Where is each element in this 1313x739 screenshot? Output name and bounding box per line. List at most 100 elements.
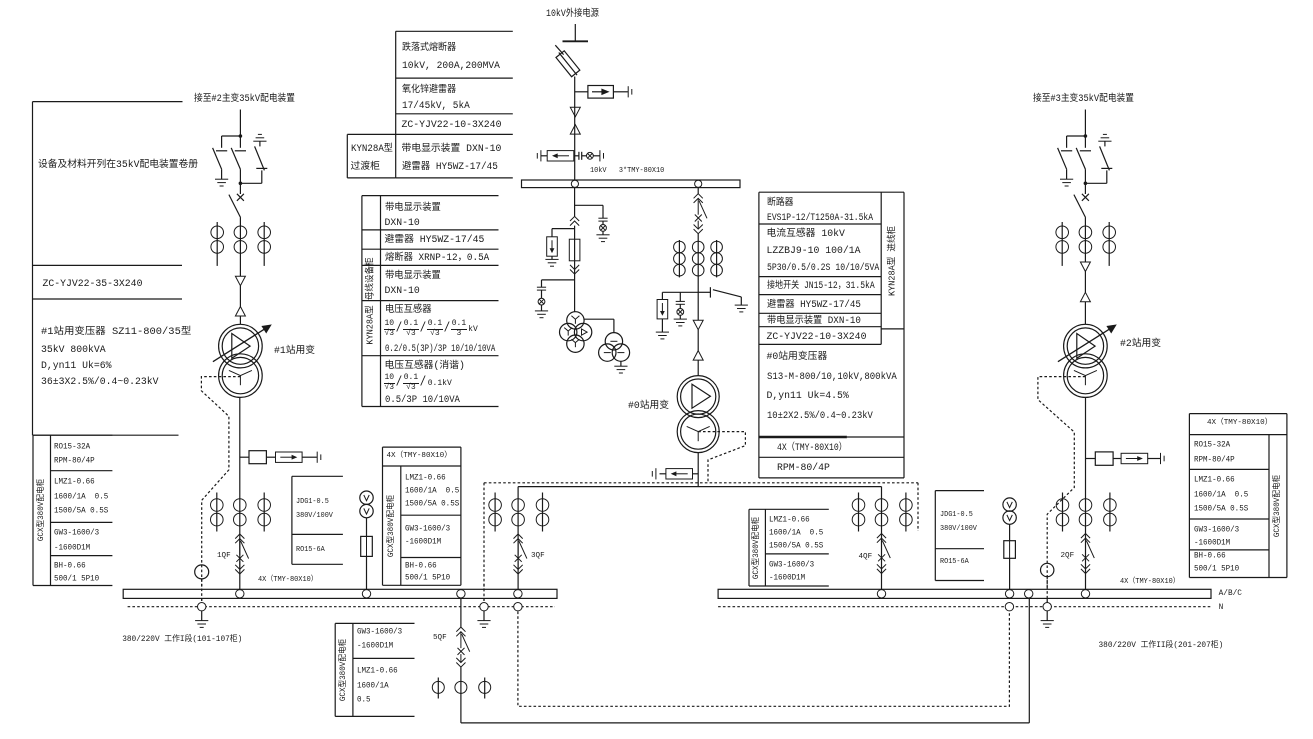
tbl7-r1-l1: -1600D1M <box>769 573 806 583</box>
meter-icon <box>546 150 575 162</box>
notes-box-35kv <box>31 100 183 436</box>
label-qf1: 1QF <box>217 552 231 561</box>
bus-connection-icon <box>361 589 372 599</box>
table-transition-cabinet <box>346 30 513 179</box>
bus-connection-icon <box>570 179 579 188</box>
indicator-lamp-icon <box>537 297 546 306</box>
surge-arrester-icon <box>656 299 669 320</box>
tbl7-r1-l0: GW3-1600/3 <box>769 560 815 570</box>
tbl8-r3-l1: 500/1 5P10 <box>1193 564 1239 574</box>
tbl6-r1-l1: 1600/1A <box>356 681 389 691</box>
capacitor-icon <box>675 300 686 305</box>
tbl5-header: 4X（TMY-80X10） <box>386 452 452 461</box>
ground-icon <box>1059 178 1074 187</box>
cable-termination-icon <box>234 275 246 287</box>
table-incoming-cabinet <box>758 191 905 479</box>
tbl3-r6-l2: D,yn11 Uk=4.5% <box>766 389 849 401</box>
ground-icon <box>613 365 628 374</box>
tbl2-r5-l0: 电压互感器(消谐) <box>384 359 465 371</box>
tbl8-r2-l1: -1600D1M <box>1193 538 1230 548</box>
bus-connection-icon <box>235 589 245 599</box>
tbl5-r2-l0: BH-0.66 <box>404 561 437 571</box>
incoming-10kv-feeder <box>536 24 633 181</box>
feeder-2qf <box>1055 397 1165 590</box>
table-pt-right <box>934 490 984 582</box>
label-qf4: 4QF <box>858 553 873 562</box>
withdrawable-breaker-icon <box>693 193 708 235</box>
ground-up-icon <box>1097 133 1112 142</box>
label-t1: #1站用变 <box>273 344 315 356</box>
section1-label: 380/220V 工作I段(101-107柜) <box>122 636 243 645</box>
phases-label: A/B/C <box>1218 590 1242 599</box>
meter-icon <box>275 451 303 463</box>
tbl5-r0-l1: 1600/1A 0.5 <box>404 486 459 496</box>
tbl2-r0-l0: 带电显示装置 <box>384 201 441 213</box>
tbl4-r0-l1: RPM-80/4P <box>54 456 95 466</box>
voltmeter-v-icon <box>363 494 370 502</box>
voltmeter-v-icon <box>1006 501 1013 509</box>
tbl3-r3-l0: 避雷器 HY5WZ-17/45 <box>766 298 861 310</box>
wye-winding-icon <box>563 327 573 337</box>
tbl2-pt2-ratio: 10√3/0.1√3/0.1kV <box>383 373 452 392</box>
cable-termination-icon <box>692 350 704 361</box>
withdrawable-breaker-icon <box>1080 533 1095 574</box>
tbl2-r3-l0: 带电显示装置 <box>384 269 441 281</box>
tbl4-r1-l1: 1600/1A 0.5 <box>54 492 109 502</box>
terminal-icon <box>316 451 322 464</box>
lv-pt-branch-1 <box>359 490 374 590</box>
meter-icon <box>1120 452 1149 465</box>
indicator-lamp-icon <box>676 308 685 316</box>
tbl1-r0-l1: 10kV, 200A,200MVA <box>401 59 500 71</box>
bus-connection-icon <box>694 179 703 188</box>
wye-winding-icon <box>686 425 711 442</box>
tbl1-r1-l0: 氧化锌避雷器 <box>401 83 456 95</box>
tbl4-r0-l0: RO15-32A <box>54 442 91 452</box>
tbl2-r0-l1: DXN-10 <box>384 216 420 228</box>
terminal-icon <box>651 467 657 480</box>
cable-termination-icon <box>1079 261 1091 272</box>
tbl6-r1-l0: LMZ1-0.66 <box>356 666 398 676</box>
tbl1-r3-l1: 避雷器 HY5WZ-17/45 <box>401 160 498 172</box>
drawout-contact-icon <box>569 215 580 227</box>
bus2-label: 4X（TMY-80X10） <box>1119 578 1180 587</box>
tbl8-r1-l2: 1500/5A 0.5S <box>1193 504 1248 514</box>
ground-icon <box>214 178 229 187</box>
tbl6-r0-l1: -1600D1M <box>356 641 393 651</box>
label-qf3: 3QF <box>531 551 545 560</box>
cable35-label: ZC-YJV22-35-3X240 <box>42 277 143 289</box>
t1-spec-0: #1站用变压器 SZ11-800/35型 <box>41 325 192 337</box>
bus-10kv <box>520 179 741 189</box>
tbl2-r4-l0: 电压互感器 <box>384 303 432 315</box>
bus-connection-icon <box>513 602 523 612</box>
withdrawable-breaker-icon <box>876 533 891 574</box>
delta-winding-icon <box>581 328 588 336</box>
wye-winding-icon <box>570 315 580 325</box>
bus-connection-icon <box>1004 602 1015 612</box>
indicator-lamp-icon <box>586 151 594 160</box>
station-transformer-0 <box>483 375 919 607</box>
feeder-5qf-tie <box>431 598 1030 724</box>
wye-winding-icon <box>1073 369 1098 386</box>
feeder-3qf <box>488 486 550 590</box>
tbl4-r1-l0: LMZ1-0.66 <box>54 477 95 487</box>
tbl8-r1-l1: 1600/1A 0.5 <box>1193 490 1248 500</box>
capacitor-icon <box>536 286 547 291</box>
tbl2-pt-class: 0.2/0.5(3P)/3P 10/10/10VA <box>384 342 495 354</box>
tbl3-r1-l0: 电流互感器 10kV <box>766 227 845 239</box>
station-transformer-1 <box>200 225 272 607</box>
tbl6-label: GCX型380V配电柜 <box>338 638 348 702</box>
tbl9-r1-l0: RO15-6A <box>939 557 969 566</box>
wye-winding-icon <box>570 338 580 348</box>
tbl8-r1-l0: LMZ1-0.66 <box>1193 475 1235 485</box>
tbl1-r2-l0: ZC-YJV22-10-3X240 <box>401 118 502 130</box>
tbl7-r0-l1: 1600/1A 0.5 <box>769 528 824 538</box>
tbl3-r1-l1: LZZBJ9-10 100/1A <box>766 244 861 256</box>
tbl4-r1-l2: 1500/5A 0.5S <box>54 506 109 516</box>
table-gcx-left <box>32 434 113 587</box>
tbl1-r1-l1: 17/45kV, 5kA <box>401 99 470 111</box>
tbl8-r3-l0: BH-0.66 <box>1193 551 1226 561</box>
tbl2-pt2-class: 0.5/3P 10/10VA <box>384 393 460 405</box>
source-label: 10kV外接电源 <box>545 7 599 19</box>
t1-spec-3: 36±3X2.5%/0.4~0.23kV <box>41 375 159 387</box>
